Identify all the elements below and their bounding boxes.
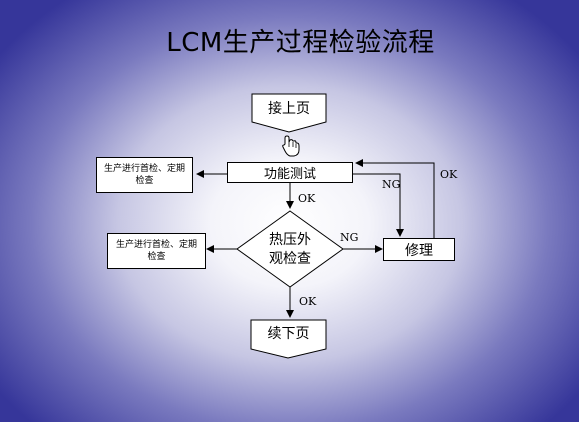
repair-label: 修理 [405,242,433,259]
end-connector-label: 续下页 [267,326,310,342]
end-connector: 续下页 [251,320,326,346]
inspection-decision: 热压外 观检查 [252,230,328,270]
function-test-label: 功能测试 [263,167,316,182]
first-article-label-top: 生产进行首检、定期检查 [103,164,185,186]
start-connector-label: 接上页 [268,101,310,117]
inspection-label-line2: 观检查 [269,251,311,267]
edge-repair-ok-to-test [355,159,435,238]
ok-label-after-test: OK [298,192,316,205]
start-connector: 接上页 [252,94,326,122]
repair-box: 修理 [383,238,455,261]
ng-label-from-inspection: NG [340,231,359,244]
ok-label-repair-back: OK [440,168,458,181]
page-title: LCM生产过程检验流程 [166,28,435,58]
first-article-box-top: 生产进行首检、定期检查 [96,157,193,193]
edge-test-ng-to-repair [353,173,404,237]
ok-label-after-inspection: OK [299,295,317,308]
inspection-label-line1: 热压外 [269,232,311,248]
hand-cursor-icon [282,135,300,157]
ng-label-from-test: NG [382,178,401,191]
start-connector-shape [251,93,327,133]
function-test-box: 功能测试 [227,162,353,183]
first-article-box-mid: 生产进行首检、定期检查 [107,233,206,269]
end-connector-shape [250,319,327,359]
first-article-label-mid: 生产进行首检、定期检查 [115,240,197,262]
